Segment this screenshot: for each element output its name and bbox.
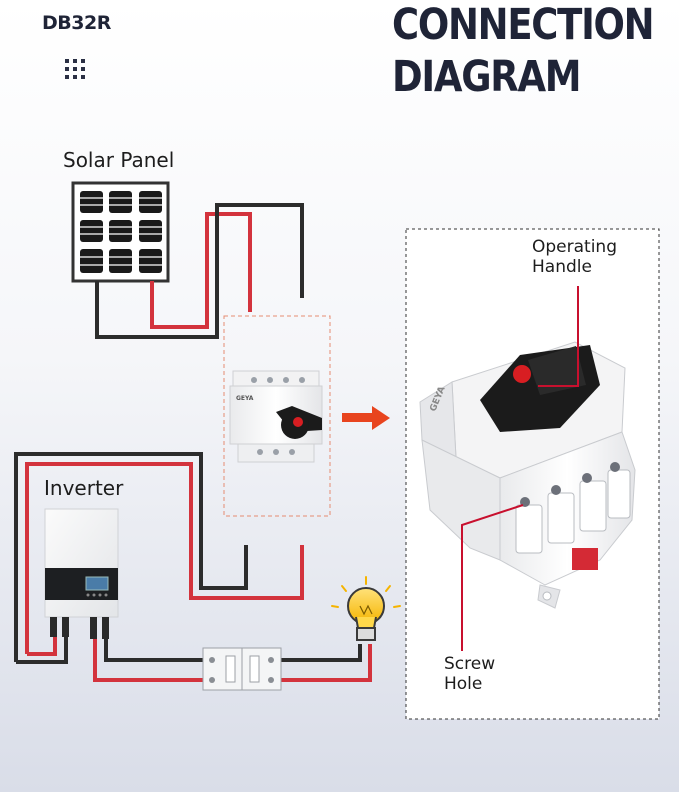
light-bulb-icon (331, 576, 401, 641)
circuit-breaker (202, 647, 282, 691)
model-name: DB32R (42, 12, 111, 34)
solar-panel-label: Solar Panel (63, 148, 175, 172)
solar-panel (71, 181, 170, 283)
inverter (44, 508, 119, 639)
screw-hole-label-line2: Hole (444, 674, 483, 694)
isolator-small: GEYA (229, 370, 323, 463)
operating-handle-label-line2: Handle (532, 257, 592, 277)
isolator-highlight-box (223, 315, 331, 517)
operating-handle-label-line1: Operating (532, 237, 617, 257)
grid-dots-icon (65, 59, 85, 79)
brand-small: GEYA (236, 395, 254, 402)
handle-callout-line (538, 286, 579, 387)
screw-callout-line (461, 504, 524, 651)
arrow-right-icon (342, 406, 390, 430)
operating-handle-label: Operating Handle (532, 237, 617, 277)
title-line-1: CONNECTION (392, 0, 655, 50)
screw-hole-label: Screw Hole (444, 654, 495, 694)
inverter-label: Inverter (44, 476, 124, 500)
isolator-large: GEYA (419, 341, 636, 609)
title-line-2: DIAGRAM (392, 52, 582, 102)
screw-hole-label-line1: Screw (444, 654, 496, 674)
